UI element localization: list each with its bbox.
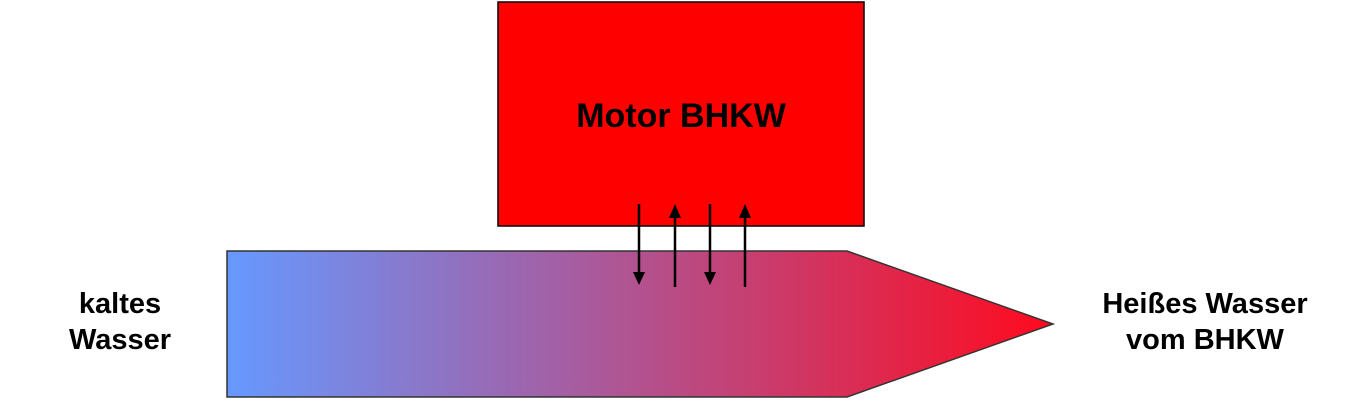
- heat-arrow-down: [633, 204, 645, 285]
- motor-label: Motor BHKW: [576, 97, 786, 135]
- motor-box: [497, 1, 865, 227]
- inlet-label: kaltes Wasser: [40, 286, 200, 358]
- inlet-label-line1: kaltes: [78, 288, 162, 320]
- inlet-label-line2: Wasser: [68, 324, 172, 356]
- heat-arrow-down: [704, 204, 716, 285]
- outlet-label-line2: vom BHKW: [1126, 324, 1284, 356]
- water-flow-arrow: [226, 250, 1056, 398]
- heat-arrow-up: [669, 204, 681, 287]
- heat-arrow-up: [739, 204, 751, 287]
- outlet-label: Heißes Wasser vom BHKW: [1075, 286, 1335, 358]
- outlet-label-line1: Heißes Wasser: [1102, 288, 1308, 320]
- heat-exchange-arrows: [633, 204, 751, 287]
